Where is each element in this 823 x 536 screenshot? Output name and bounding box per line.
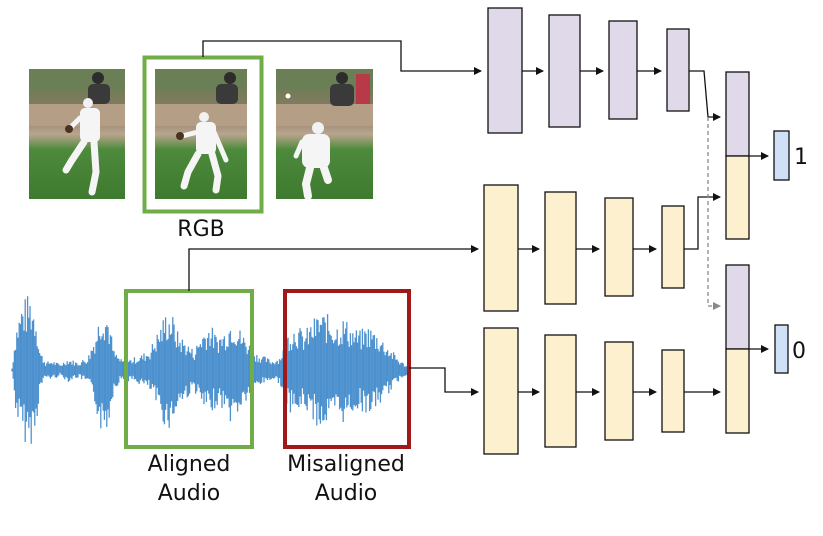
- rgb-label: RGB: [177, 217, 224, 242]
- audio-layer-1: [483, 184, 519, 312]
- rgb-layer-2: [548, 14, 581, 128]
- audio-layer-4b: [661, 349, 685, 433]
- rgb-layer-3: [608, 20, 638, 120]
- output-box-bottom: [774, 324, 789, 374]
- rgb-stream: [487, 7, 721, 134]
- audio-layer-3: [604, 197, 634, 297]
- misaligned-audio-label-line1: Misaligned: [287, 452, 405, 477]
- audio-layer-4: [661, 205, 685, 289]
- shared-rgb-dashed-arrow: [707, 117, 721, 310]
- rgb-layer-1: [487, 7, 523, 134]
- audio-layer-2b: [544, 334, 577, 448]
- aligned-audio-label-line1: Aligned: [148, 452, 231, 477]
- output-label-top: 1: [794, 145, 808, 170]
- fusion-block-bottom: [725, 264, 750, 434]
- fusion-block-top: [725, 71, 750, 240]
- audio-waveform: [11, 296, 409, 444]
- aligned-audio-connector: [188, 245, 479, 291]
- misaligned-audio-label-line2: Audio: [315, 481, 378, 506]
- aligned-audio-stream: [483, 184, 721, 312]
- audio-layer-1b: [483, 327, 519, 455]
- video-frame-2: [155, 69, 247, 199]
- output-label-bottom: 0: [792, 339, 806, 364]
- rgb-selection-frame: [142, 55, 264, 214]
- output-box-top: [773, 130, 790, 181]
- rgb-input-connector: [202, 40, 482, 75]
- misaligned-audio-stream: [483, 327, 721, 455]
- misaligned-audio-connector: [409, 367, 479, 396]
- audio-layer-3b: [604, 341, 634, 441]
- audio-layer-2: [544, 191, 577, 305]
- aligned-audio-label-line2: Audio: [158, 481, 221, 506]
- video-frame-1: [29, 69, 125, 199]
- misaligned-audio-frame: [283, 289, 411, 449]
- video-frame-3: [276, 69, 373, 200]
- rgb-layer-4: [666, 28, 690, 112]
